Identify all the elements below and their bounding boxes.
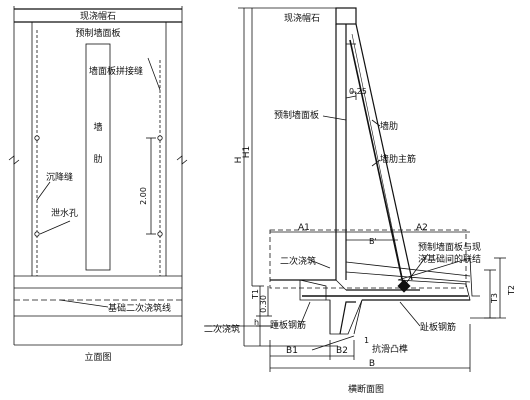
- sec-rib-rebar-label: 墙肋主筋: [380, 153, 416, 165]
- sec-b2-label: B2: [336, 346, 348, 356]
- sec-t2-label: T2: [507, 285, 516, 296]
- rib-rectangle: [85, 43, 111, 271]
- elev-joint-label: 墙面板拼接缝: [89, 65, 143, 77]
- sec-t1-label: T1: [251, 289, 260, 300]
- sec-connection-label-1: 预制墙面板与现: [418, 241, 481, 253]
- elev-rib-char-1: 墙: [93, 121, 102, 133]
- sec-secondary-pour-left-label: 二次浇筑: [204, 323, 240, 335]
- elev-cap-label: 现浇帽石: [80, 10, 116, 22]
- elev-rib-char-2: 肋: [93, 154, 102, 165]
- drain-hole: [157, 135, 163, 141]
- rib-back-line: [355, 23, 413, 281]
- section-labels: 现浇帽石 0.25 预制墙面板 墙肋 墙肋主筋 A1 A2 B' 预制墙面板与现…: [204, 12, 516, 395]
- section-cap: [335, 7, 357, 25]
- sec-b-label: B: [369, 359, 375, 369]
- sec-shear-key-label: 抗滑凸榫: [372, 343, 408, 355]
- sec-title: 横断面图: [348, 383, 384, 395]
- sec-a2-label: A2: [416, 223, 428, 233]
- elevation-view: [8, 6, 188, 346]
- drain-hole: [34, 135, 40, 141]
- sec-rib-label: 墙肋: [380, 120, 398, 132]
- sec-b1-label: B1: [286, 346, 298, 356]
- drain-hole: [157, 231, 163, 237]
- sec-slope-ratio-label: 1: [364, 336, 369, 345]
- elev-spacing-label: 2.00: [139, 187, 148, 205]
- sec-connection-label-2: 浇基础间的联结: [418, 253, 481, 265]
- sec-toe-rebar-label: 趾板钢筋: [420, 321, 456, 333]
- sec-cap-label: 现浇帽石: [284, 12, 320, 24]
- sec-t3-label: T3: [490, 293, 499, 304]
- drain-hole: [34, 231, 40, 237]
- elev-panel-label: 预制墙面板: [75, 27, 120, 39]
- elev-base-label: 基础二次浇筑线: [108, 302, 171, 314]
- sec-b-prime-label: B': [369, 237, 377, 246]
- sec-h-small-label: h: [254, 318, 259, 327]
- sec-panel-label: 预制墙面板: [274, 109, 319, 121]
- elev-title: 立面图: [84, 351, 111, 363]
- sec-030-label: 0.30: [259, 295, 268, 313]
- sec-secondary-pour-label: 二次浇筑: [280, 255, 316, 267]
- sec-h-label: H: [234, 157, 244, 164]
- sec-h1-label: H1: [242, 146, 252, 159]
- elevation-labels: 现浇帽石 预制墙面板 墙面板拼接缝 墙 肋 沉降缝 泄水孔 2.00 基础二次浇…: [46, 10, 171, 363]
- sec-a1-label: A1: [298, 223, 310, 233]
- section-view: [204, 7, 506, 372]
- elev-settlement-label: 沉降缝: [46, 171, 73, 183]
- elev-drain-label: 泄水孔: [51, 207, 78, 219]
- sec-heel-rebar-label: 踵板钢筋: [270, 319, 306, 331]
- sec-slope-label: 0.25: [349, 87, 367, 96]
